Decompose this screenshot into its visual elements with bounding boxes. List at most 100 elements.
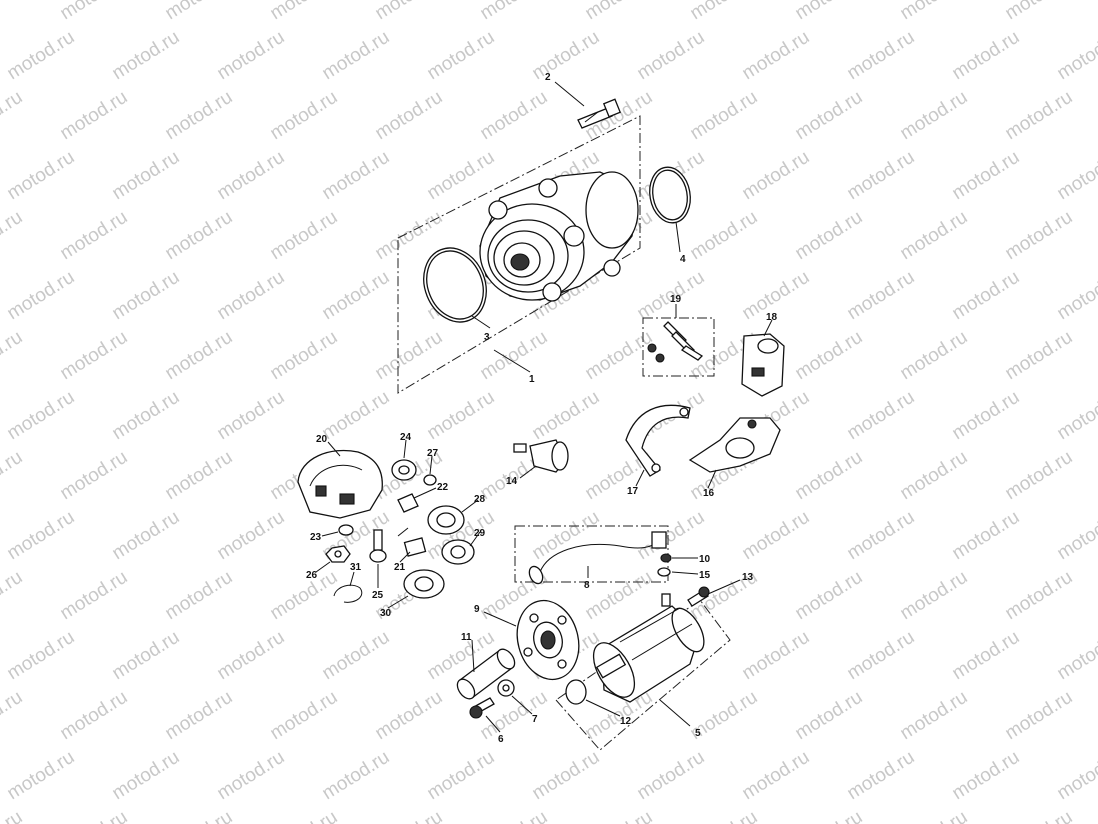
watermark-text: motod.ru (214, 27, 289, 85)
watermark-text: motod.ru (319, 747, 394, 805)
callout-31: 31 (350, 562, 362, 573)
watermark-text: motod.ru (582, 0, 657, 24)
callout-1: 1 (529, 374, 535, 385)
watermark-text: motod.ru (1002, 327, 1077, 385)
watermark-text: motod.ru (424, 147, 499, 205)
watermark-text: motod.ru (214, 267, 289, 325)
watermark-text: motod.ru (529, 387, 604, 445)
watermark-text: motod.ru (319, 27, 394, 85)
watermark-text: motod.ru (897, 327, 972, 385)
watermark-text: motod.ru (529, 27, 604, 85)
watermark-text: motod.ru (844, 27, 919, 85)
watermark-text: motod.ru (57, 207, 132, 265)
callout-19: 19 (670, 294, 682, 305)
watermark-text: motod.ru (844, 387, 919, 445)
watermark-text: motod.ru (949, 267, 1024, 325)
part-brush-21 (397, 527, 427, 557)
watermark-text: motod.ru (792, 0, 867, 24)
watermark-text: motod.ru (162, 327, 237, 385)
watermark-text: motod.ru (4, 747, 79, 805)
watermark-text: motod.ru (687, 207, 762, 265)
callout-13: 13 (742, 572, 754, 583)
watermark-text: motod.ru (792, 807, 867, 824)
callout-12: 12 (620, 716, 632, 727)
watermark-text: motod.ru (162, 567, 237, 625)
watermark-text: motod.ru (897, 207, 972, 265)
watermark-text: motod.ru (319, 627, 394, 685)
part-bolt-25 (369, 529, 387, 563)
watermark-text: motod.ru (57, 327, 132, 385)
part-screw-set-19 (642, 317, 715, 377)
watermark-text: motod.ru (1002, 447, 1077, 505)
part-bolt-13 (687, 586, 710, 607)
watermark-text: motod.ru (4, 147, 79, 205)
callout-25: 25 (372, 590, 384, 601)
watermark-text: motod.ru (634, 27, 709, 85)
watermark-text: motod.ru (739, 507, 814, 565)
watermark-text: motod.ru (372, 687, 447, 745)
part-shaft-11 (456, 648, 516, 700)
callout-22: 22 (437, 482, 449, 493)
watermark-text: motod.ru (582, 327, 657, 385)
watermark-text: motod.ru (844, 507, 919, 565)
watermark-text: motod.ru (214, 387, 289, 445)
callout-4: 4 (680, 254, 686, 265)
watermark-text: motod.ru (109, 27, 184, 85)
watermark-text: motod.ru (4, 27, 79, 85)
watermark-text: motod.ru (739, 627, 814, 685)
watermark-text: motod.ru (57, 687, 132, 745)
callout-2: 2 (545, 72, 551, 83)
watermark-text: motod.ru (4, 267, 79, 325)
part-bolt-6 (469, 697, 495, 719)
callout-5: 5 (695, 728, 701, 739)
watermark-text: motod.ru (4, 627, 79, 685)
part-housing-assembly (397, 115, 641, 394)
watermark-text: motod.ru (582, 807, 657, 824)
callout-27: 27 (427, 448, 439, 459)
watermark-text: motod.ru (582, 567, 657, 625)
part-o-ring-4 (649, 166, 691, 224)
callout-28: 28 (474, 494, 486, 505)
watermark-text: motod.ru (1002, 807, 1077, 824)
watermark-text: motod.ru (844, 147, 919, 205)
watermark-text: motod.ru (214, 747, 289, 805)
watermark-text: motod.ru (319, 147, 394, 205)
watermark-text: motod.ru (739, 747, 814, 805)
watermark-text: motod.ru (57, 567, 132, 625)
callout-26: 26 (306, 570, 318, 581)
watermark-text: motod.ru (267, 807, 342, 824)
part-bolt-2 (577, 98, 622, 129)
callout-3: 3 (484, 332, 490, 343)
watermark-text: motod.ru (109, 267, 184, 325)
part-regulator-18 (741, 333, 785, 397)
callout-24: 24 (400, 432, 412, 443)
watermark-text: motod.ru (897, 567, 972, 625)
watermark-text: motod.ru (687, 87, 762, 145)
watermark-text: motod.ru (477, 687, 552, 745)
watermark-text: motod.ru (792, 327, 867, 385)
watermark-text: motod.ru (162, 0, 237, 24)
watermark-text: motod.ru (1054, 147, 1098, 205)
part-starter-motor-5 (555, 593, 731, 751)
watermark-text: motod.ru (844, 627, 919, 685)
watermark-text: motod.ru (372, 87, 447, 145)
watermark-text: motod.ru (792, 447, 867, 505)
callout-18: 18 (766, 312, 778, 323)
watermark-text: motod.ru (57, 0, 132, 24)
watermark-text: motod.ru (477, 0, 552, 24)
part-washer-23 (338, 524, 354, 536)
watermark-text: motod.ru (57, 87, 132, 145)
watermark-text: motod.ru (897, 447, 972, 505)
watermark-text: motod.ru (162, 687, 237, 745)
watermark-text: motod.ru (0, 0, 26, 24)
watermark-text: motod.ru (477, 807, 552, 824)
watermark-text: motod.ru (319, 387, 394, 445)
watermark-text: motod.ru (0, 447, 26, 505)
watermark-text: motod.ru (1054, 507, 1098, 565)
watermark-text: motod.ru (687, 807, 762, 824)
callout-8: 8 (584, 580, 590, 591)
watermark-text: motod.ru (949, 747, 1024, 805)
watermark-text: motod.ru (792, 207, 867, 265)
